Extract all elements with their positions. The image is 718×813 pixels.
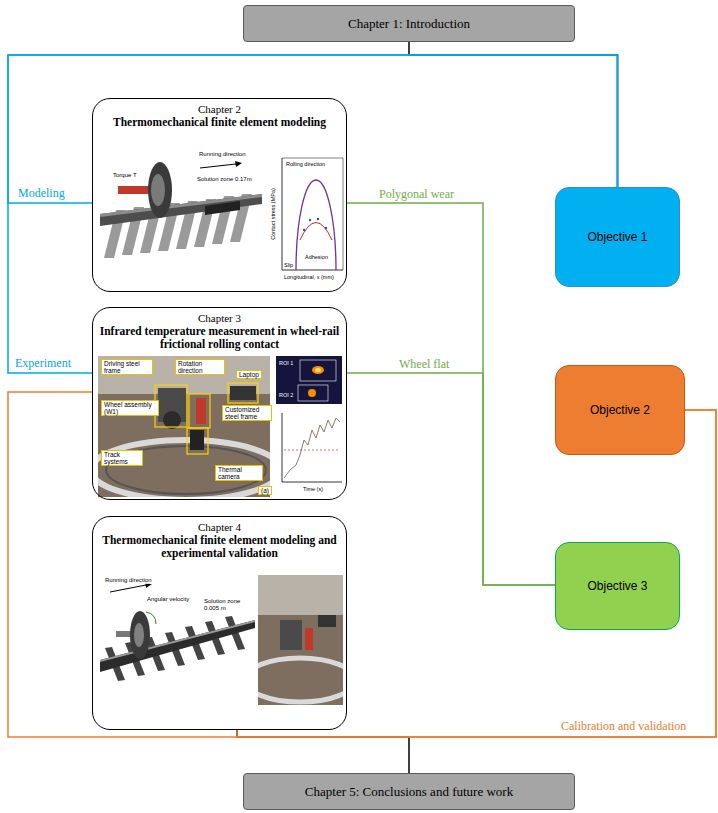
chapter-bar: Chapter 1: Introduction: [243, 5, 575, 42]
rail-model: [100, 161, 262, 258]
figure-label: Longitudinal, x (mm): [283, 274, 335, 280]
node-heading: Thermomechanical finite element modeling…: [99, 534, 340, 560]
photo-callout: Driving steel frame: [101, 359, 153, 375]
connector: [347, 373, 555, 585]
node-title: Objective 1: [587, 230, 647, 244]
edge-label: Calibration and validation: [560, 719, 687, 734]
photo-callout: Thermal camera: [215, 465, 263, 481]
photo-callout: Customized steel frame: [222, 405, 272, 421]
connector: [409, 42, 618, 187]
connector: [8, 55, 618, 203]
roi-label: ROI 1: [279, 360, 293, 366]
connector: [8, 55, 618, 373]
node-title: Chapter 1: Introduction: [348, 16, 470, 32]
figure-label: Running direction: [104, 577, 153, 584]
chapter-bar: Chapter 5: Conclusions and future work: [243, 773, 575, 810]
connector: [347, 203, 555, 585]
roi-label: ROI 2: [279, 392, 293, 398]
rig-photo: [258, 575, 343, 705]
photo-callout: Track systems: [101, 450, 143, 466]
figure-label: Contact stress (MPa): [270, 187, 276, 241]
figure-label: Running direction: [198, 151, 247, 158]
chapter-box: Chapter 4Thermomechanical finite element…: [92, 516, 347, 730]
node-title: Chapter 4: [99, 521, 340, 534]
node-title: Objective 2: [590, 403, 650, 417]
node-heading: Infrared temperature measurement in whee…: [99, 325, 340, 351]
stress-chart: [282, 158, 343, 270]
edge-label: Experiment: [14, 356, 72, 371]
node-title: Chapter 2: [99, 103, 340, 116]
objective-box: Objective 3: [555, 542, 680, 630]
connector: [237, 410, 716, 737]
objective-box: Objective 1: [555, 187, 680, 287]
figure-label: Slip: [283, 262, 294, 268]
figure-label: Solution zone 0.005 m: [203, 598, 245, 612]
figure-label: Solution zone 0.17m: [196, 176, 253, 183]
temperature-chart: [282, 413, 342, 482]
figure-label: Angular velocity: [146, 596, 190, 603]
edge-label: Polygonal wear: [378, 187, 455, 202]
figure-label: Torque T: [112, 172, 138, 179]
photo-callout: Rotation direction: [175, 359, 225, 375]
thermal-image: [276, 356, 342, 404]
figure-label: Adhesion: [304, 254, 329, 260]
node-title: Chapter 5: Conclusions and future work: [305, 784, 513, 800]
objective-box: Objective 2: [555, 365, 685, 455]
chapter-box: Chapter 2Thermomechanical finite element…: [92, 98, 347, 292]
node-title: Objective 3: [587, 579, 647, 593]
edge-label: Wheel flat: [398, 357, 450, 372]
photo-callout: Laptop: [236, 370, 262, 379]
rig-photo: [98, 356, 270, 497]
track-model: [100, 582, 255, 681]
photo-callout: Wheel assembly (W1): [101, 400, 159, 416]
figure-label: Rolling direction: [285, 161, 326, 167]
edge-label: Modeling: [17, 186, 66, 201]
photo-callout: (a): [258, 486, 272, 495]
node-title: Chapter 3: [99, 312, 340, 325]
figure-label: Time (s): [302, 486, 324, 492]
node-heading: Thermomechanical finite element modeling: [99, 116, 340, 129]
